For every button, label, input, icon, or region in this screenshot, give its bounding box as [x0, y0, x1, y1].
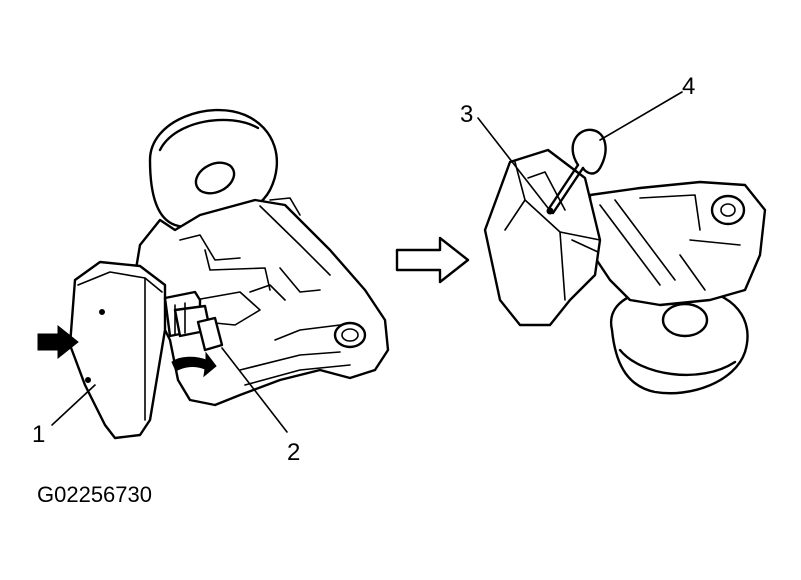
- plunger-rod-left: [163, 290, 224, 352]
- callout-label-4: 4: [682, 73, 695, 100]
- plunger-housing-left: [68, 260, 167, 440]
- tensioner-arm-right: [588, 180, 767, 307]
- transition-arrow-icon: [395, 236, 470, 284]
- pulley-wheel-right: [609, 286, 749, 395]
- tensioner-assembly-right: [483, 128, 767, 395]
- callout-leaders: [51, 91, 683, 433]
- locking-pin: [546, 163, 585, 215]
- plunger-housing-right: [483, 148, 602, 327]
- rotate-arrow-icon: [171, 351, 217, 378]
- tensioner-arm-left: [133, 197, 390, 407]
- push-arrow-icon: [37, 324, 79, 360]
- callout-label-1: 1: [32, 421, 45, 448]
- pulley-wheel-left: [148, 108, 279, 230]
- pin-ring: [571, 128, 607, 175]
- figure-code: G02256730: [37, 482, 152, 507]
- tensioner-assembly-left: [37, 108, 390, 440]
- callout-label-2: 2: [287, 439, 300, 466]
- callout-label-3: 3: [460, 101, 473, 128]
